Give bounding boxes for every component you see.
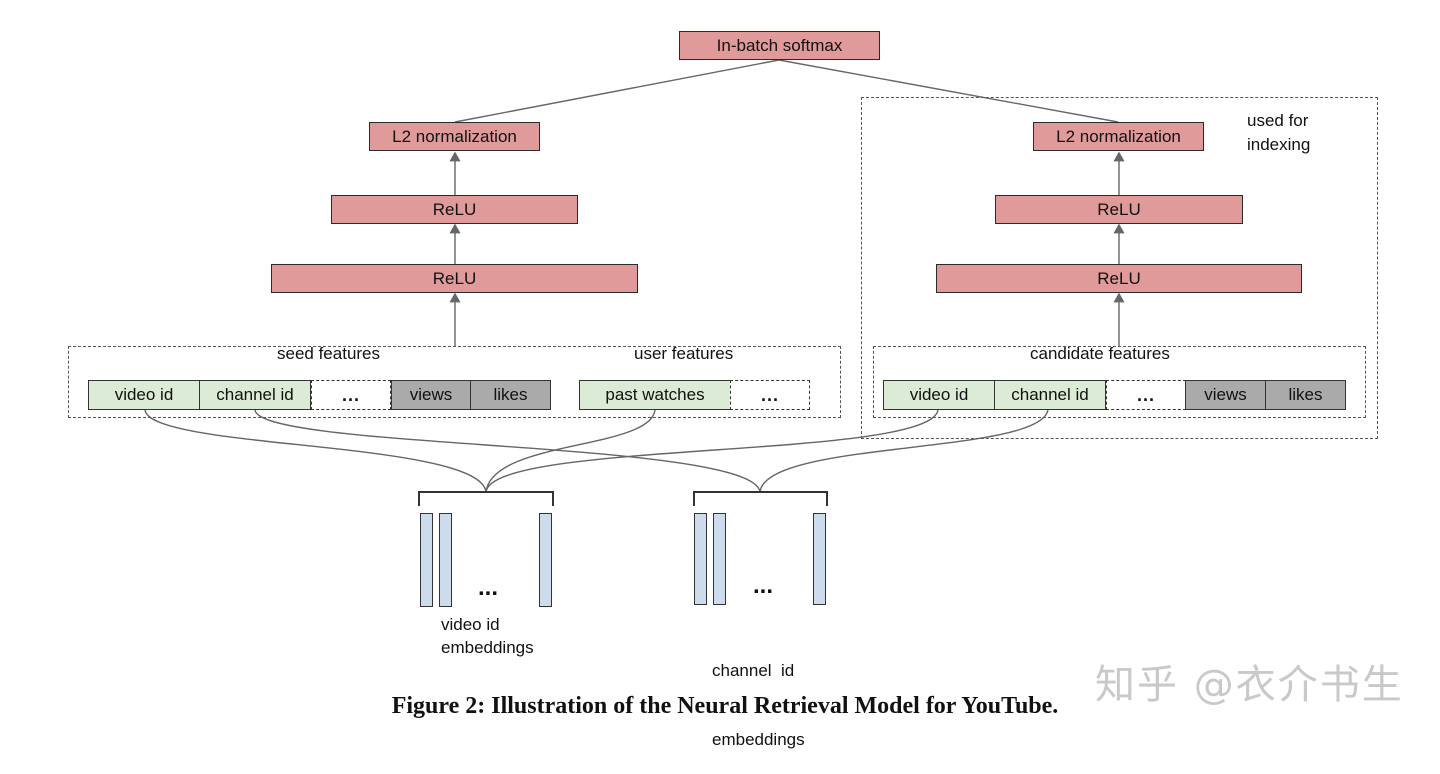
channel-emb-bracket — [693, 491, 828, 506]
channel-embedding-dots: ... — [753, 572, 774, 599]
video-emb-bracket — [418, 491, 554, 506]
indexing-label: used for indexing — [1247, 109, 1310, 157]
curve-past-watches-to-video-emb — [485, 409, 656, 493]
video-embeddings-caption-line1: video id — [441, 615, 500, 634]
left-relu-bottom-layer: ReLU — [271, 264, 638, 293]
left-l2-normalization-layer: L2 normalization — [369, 122, 540, 151]
seed-features-title: seed features — [277, 344, 381, 363]
right-relu-bottom-layer: ReLU — [936, 264, 1302, 293]
candidate-channel-id-label: channel id — [1011, 385, 1089, 404]
video-embedding-vector — [439, 513, 452, 607]
candidate-features-title: candidate features — [1030, 344, 1170, 363]
seed-views-label: views — [409, 385, 453, 404]
left-l2-label: L2 normalization — [392, 126, 517, 146]
video-embeddings-caption: video id embeddings — [441, 613, 534, 659]
candidate-video-id-label: video id — [909, 385, 969, 404]
indexing-region — [861, 97, 1378, 439]
user-more-features: ... — [730, 380, 810, 410]
right-relu-top-layer: ReLU — [995, 195, 1243, 224]
indexing-label-line1: used for — [1247, 111, 1309, 130]
channel-embedding-vector — [813, 513, 826, 605]
connector-lines — [144, 59, 1125, 506]
channel-embedding-vector — [713, 513, 726, 605]
figure-caption: Figure 2: Illustration of the Neural Ret… — [391, 693, 1059, 719]
channel-embeddings-caption-line1: channel id — [712, 661, 795, 680]
seed-video-id-feature: video id — [88, 380, 200, 410]
channel-embeddings-caption-line2: embeddings — [712, 730, 805, 749]
video-embedding-vector — [420, 513, 433, 607]
candidate-video-id-feature: video id — [883, 380, 995, 410]
right-relu-top-label: ReLU — [1097, 199, 1141, 219]
curve-candidate-video-to-video-emb — [485, 409, 939, 493]
softmax-left-edge — [454, 59, 780, 123]
candidate-more-features: ... — [1106, 380, 1186, 410]
in-batch-softmax-layer: In-batch softmax — [679, 31, 880, 60]
left-relu-bottom-label: ReLU — [432, 268, 477, 288]
candidate-views-label: views — [1204, 385, 1247, 404]
softmax-right-edge — [778, 59, 1119, 123]
candidate-likes-label: likes — [1288, 385, 1323, 404]
video-embedding-dots: ... — [478, 574, 499, 601]
right-l2-normalization-layer: L2 normalization — [1033, 122, 1204, 151]
curve-seed-video-to-video-emb — [144, 409, 487, 493]
seed-likes-feature: likes — [470, 380, 551, 410]
query-features-group — [68, 346, 841, 418]
indexing-label-line2: indexing — [1247, 135, 1311, 154]
curve-seed-channel-to-channel-emb — [254, 409, 761, 493]
past-watches-feature: past watches — [579, 380, 731, 410]
left-relu-top-layer: ReLU — [331, 195, 578, 224]
candidate-more-label: ... — [1136, 384, 1155, 405]
in-batch-softmax-label: In-batch softmax — [716, 35, 843, 55]
seed-channel-id-label: channel id — [216, 385, 294, 404]
candidate-likes-feature: likes — [1265, 380, 1346, 410]
seed-views-feature: views — [391, 380, 471, 410]
left-relu-top-label: ReLU — [432, 199, 477, 219]
seed-more-label: ... — [341, 384, 360, 405]
channel-embedding-vector — [694, 513, 707, 605]
curve-candidate-channel-to-channel-emb — [759, 409, 1049, 493]
right-relu-bottom-label: ReLU — [1097, 268, 1141, 288]
user-features-title: user features — [634, 344, 734, 363]
past-watches-label: past watches — [605, 385, 705, 404]
right-l2-label: L2 normalization — [1056, 126, 1181, 146]
candidate-channel-id-feature: channel id — [994, 380, 1106, 410]
seed-channel-id-feature: channel id — [199, 380, 311, 410]
video-embeddings-caption-line2: embeddings — [441, 638, 534, 657]
seed-video-id-label: video id — [114, 385, 174, 404]
seed-likes-label: likes — [493, 385, 528, 404]
candidate-features-group — [873, 346, 1366, 418]
candidate-views-feature: views — [1185, 380, 1266, 410]
seed-more-features: ... — [311, 380, 391, 410]
user-more-label: ... — [760, 384, 779, 405]
watermark: 知乎 @衣介书生 — [1095, 662, 1404, 708]
video-embedding-vector — [539, 513, 552, 607]
